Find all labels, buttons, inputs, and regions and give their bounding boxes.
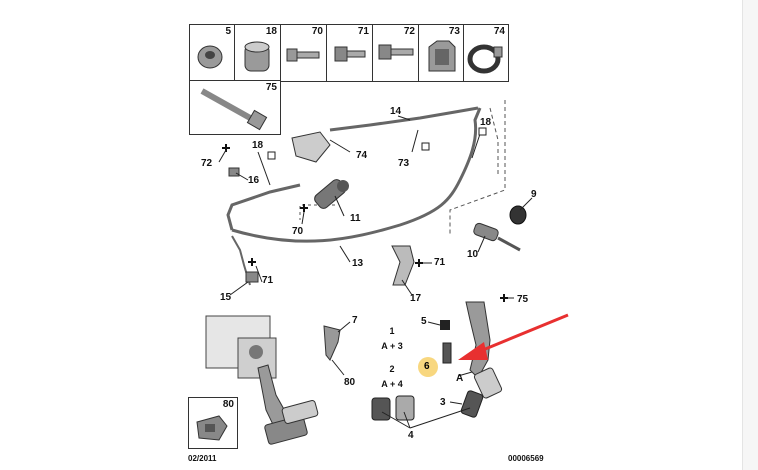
callout-80: 80 [344,377,356,388]
callout-14: 14 [390,106,402,117]
bolt-icon [334,46,366,62]
stop-block-6 [442,342,452,364]
switch-7 [323,325,341,361]
callout-9: 9 [531,189,537,200]
callout-15: 15 [220,292,232,303]
callout-75: 75 [517,294,529,305]
seal-9 [509,205,527,225]
parts-table: 5 18 70 71 72 73 [189,24,509,82]
callout-A: A [456,373,464,384]
nut-icon [197,45,223,69]
part-number: 71 [357,26,369,37]
callout-70: 70 [292,226,304,237]
bracket-74 [291,131,331,163]
part-cell-18: 18 [235,25,281,81]
legend-row-1-formula: A + 3 [381,341,403,351]
footer-date: 02/2011 [188,454,217,463]
callout-13: 13 [352,258,364,269]
part-cell-74: 74 [464,25,508,81]
callout-16: 16 [248,175,260,186]
legend-row-1-number: 1 [389,326,395,336]
bracket-17 [391,245,415,286]
reference-squares [267,127,487,160]
callout-4: 4 [408,430,414,441]
part-cell-72: 72 [373,25,419,81]
callout-3: 3 [440,397,446,408]
hose-clamp-icon [467,44,503,74]
page-right-strip [742,0,758,470]
long-bolt-icon [200,88,268,131]
part-cell-75: 75 [189,80,281,135]
hydraulic-pipe [329,106,479,132]
inset-part-80: 80 [188,397,238,449]
part-cell-73: 73 [419,25,464,81]
clip-icon [428,40,456,72]
part-cell-70: 70 [281,25,327,81]
part-number: 5 [225,26,231,37]
callout-17: 17 [410,293,422,304]
callout-74: 74 [356,150,368,161]
leader-lines [218,115,533,429]
callout-11: 11 [350,213,361,224]
part-number: 74 [493,26,505,37]
block-5 [440,320,450,330]
part-number: 75 [265,82,277,93]
callout-7: 7 [352,315,358,326]
highlight-arrow [458,313,569,360]
hydraulic-pipe [231,107,482,243]
part-cell-5: 5 [190,25,235,81]
clip-15 [245,271,259,283]
callout-5: 5 [421,316,427,327]
bracket-clip-icon [196,415,228,441]
callout-73: 73 [398,158,410,169]
slave-cylinder-11 [314,179,349,209]
pedal-box-assembly [205,315,319,445]
callout-71: 71 [262,275,274,286]
inset-number: 80 [222,399,234,410]
callout-10: 10 [467,249,479,260]
legend-row-2-number: 2 [389,364,395,374]
part-cell-71: 71 [327,25,373,81]
actuator-10 [473,222,521,252]
legend-row-2-formula: A + 4 [381,379,403,389]
highlight-circle-6: 6 [418,357,438,377]
callout-71: 71 [434,257,446,268]
callout-72: 72 [201,158,213,169]
bolt-icon [286,48,320,62]
grommet-icon [244,41,270,72]
callout-6: 6 [424,361,430,372]
fitting-16 [228,167,240,177]
footer-doc-number: 00006569 [508,454,544,463]
part-number: 73 [448,26,460,37]
callout-18: 18 [480,117,492,128]
bolt-icon [378,44,414,60]
callout-18: 18 [252,140,264,151]
hydraulic-pipe [226,183,301,231]
part-number: 72 [403,26,415,37]
part-number: 18 [265,26,277,37]
part-number: 70 [311,26,323,37]
